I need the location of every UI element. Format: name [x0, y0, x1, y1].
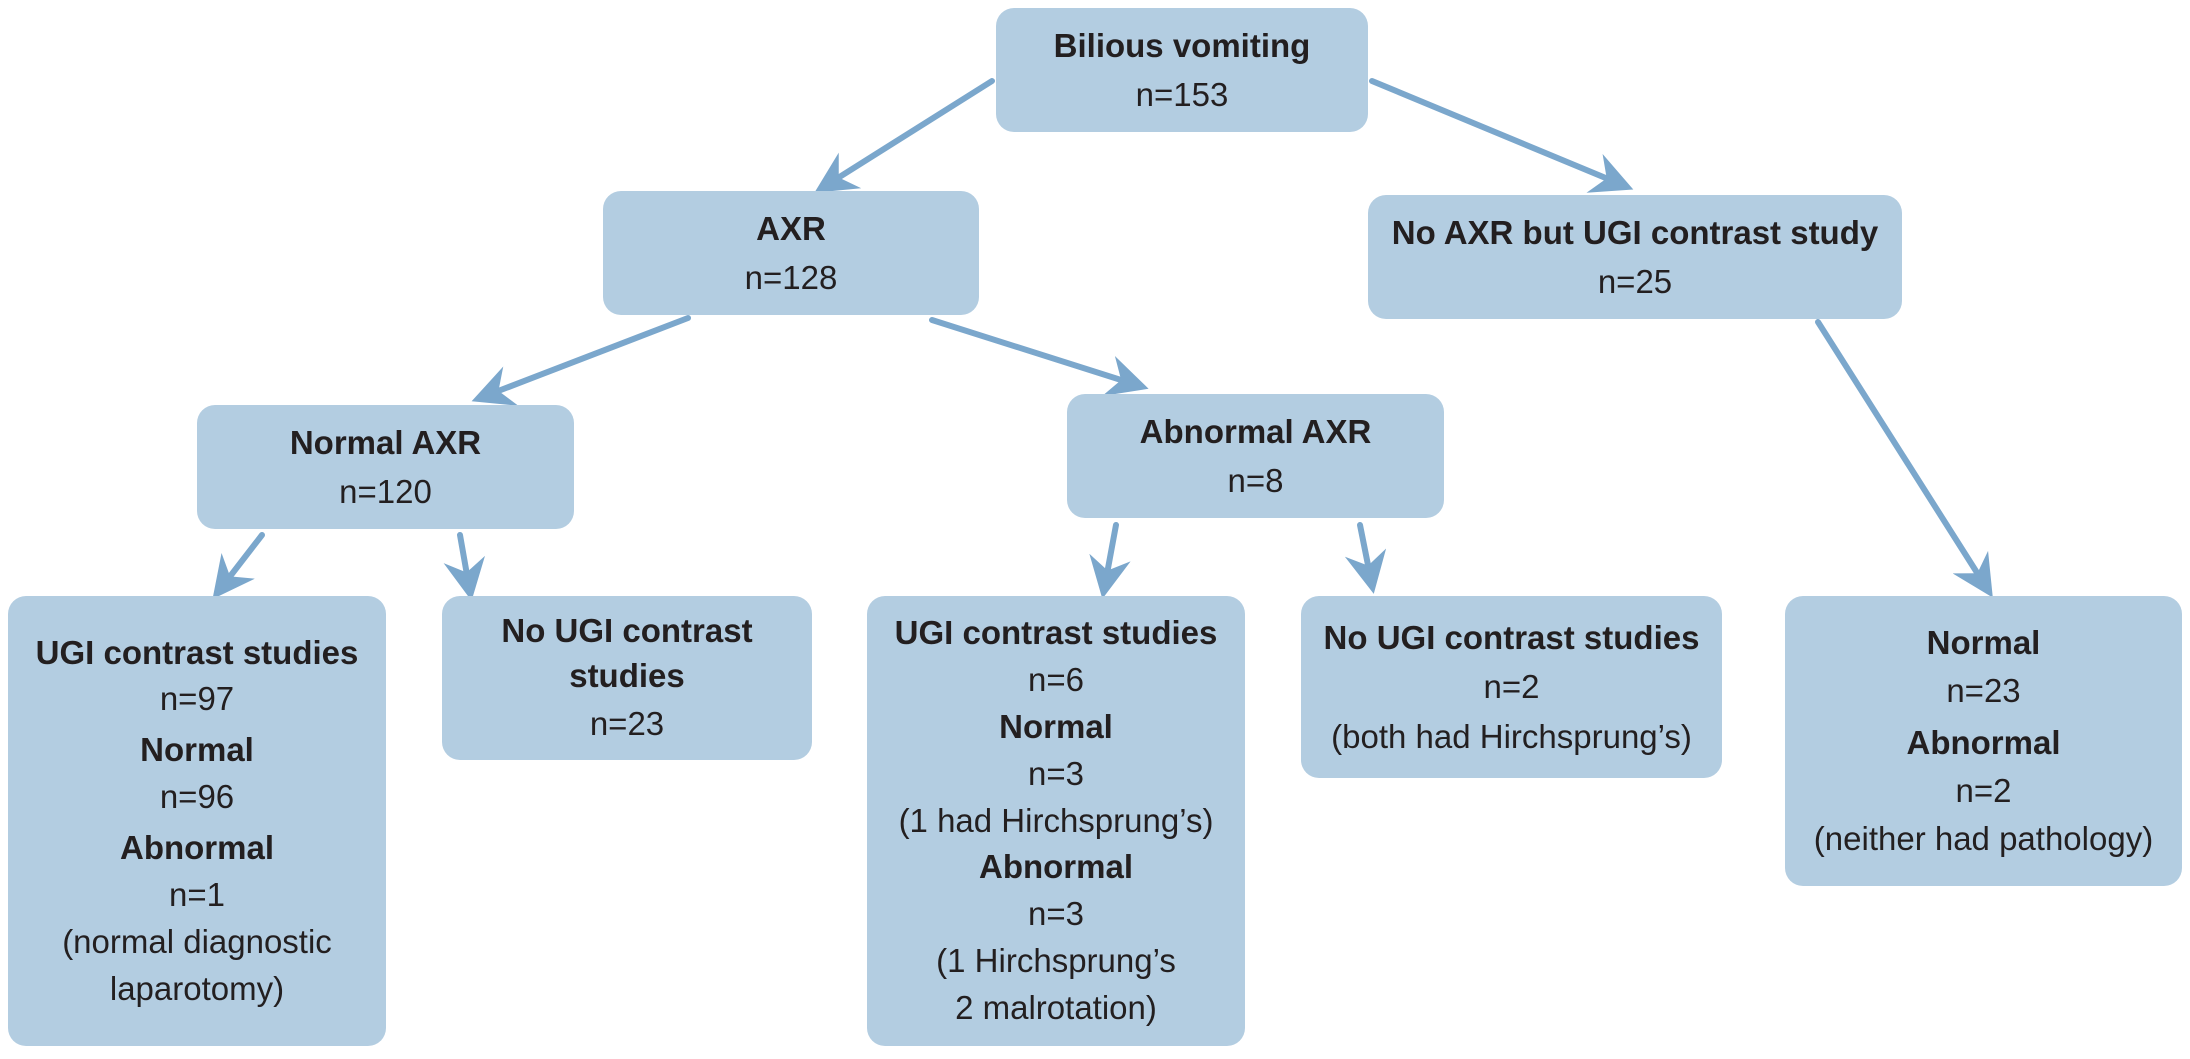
normal-note: (1 had Hirchsprung’s)	[898, 801, 1214, 839]
node-bilious-vomiting: Bilious vomiting n=153	[996, 8, 1368, 132]
normal-count: n=23	[1946, 672, 2021, 710]
abnormal-note-line-2: 2 malrotation)	[955, 989, 1157, 1026]
arrow-normal-axr-to-ugi	[212, 532, 265, 600]
arrow-axr-to-normal-axr	[471, 315, 691, 406]
node-no-axr-ugi-study: No AXR but UGI contrast study n=25	[1368, 195, 1902, 319]
node-count: n=120	[339, 473, 432, 510]
abnormal-count: n=1	[169, 875, 225, 913]
node-no-ugi-contrast-studies-23: No UGI contrast studies n=23	[442, 596, 812, 760]
arrow-axr-to-abnormal-axr	[929, 317, 1149, 397]
node-count: n=25	[1597, 263, 1673, 300]
arrow-normal-axr-to-no-ugi	[443, 532, 485, 601]
normal-count: n=3	[1028, 754, 1084, 792]
abnormal-note-line-2: laparotomy)	[109, 969, 285, 1007]
node-axr: AXR n=128	[603, 191, 979, 315]
arrow-no-axr-to-outcome	[1815, 319, 1993, 598]
arrow-bilious-to-no-axr	[1369, 78, 1634, 193]
abnormal-count: n=2	[1955, 771, 2012, 809]
arrow-bilious-to-axr	[814, 78, 995, 193]
node-count: n=2	[1483, 668, 1540, 706]
abnormal-label: Abnormal	[1906, 724, 2061, 762]
node-count: n=23	[589, 704, 665, 742]
node-count: n=153	[1135, 76, 1229, 113]
node-title: No AXR but UGI contrast study	[1391, 213, 1879, 251]
node-title: AXR	[756, 209, 826, 247]
abnormal-count: n=3	[1028, 895, 1084, 933]
node-count: n=6	[1028, 660, 1084, 698]
arrow-abnormal-axr-to-no-ugi	[1344, 522, 1387, 594]
node-title: No UGI contrast studies	[1323, 618, 1700, 656]
node-title: Normal AXR	[289, 423, 482, 461]
node-title: UGI contrast studies	[35, 633, 359, 671]
node-title: UGI contrast studies	[894, 614, 1218, 652]
node-title: Bilious vomiting	[1053, 26, 1311, 64]
node-note: (both had Hirchsprung’s)	[1331, 717, 1692, 755]
normal-label: Normal	[1926, 624, 2041, 662]
node-title-line-2: studies	[569, 657, 685, 695]
abnormal-note-line-1: (1 Hirchsprung’s	[936, 942, 1176, 980]
node-count: n=8	[1227, 462, 1284, 499]
node-ugi-contrast-studies-97: UGI contrast studies n=97 Normal n=96 Ab…	[8, 596, 386, 1046]
node-abnormal-axr: Abnormal AXR n=8	[1067, 394, 1444, 518]
normal-label: Normal	[999, 707, 1113, 745]
node-ugi-contrast-studies-6: UGI contrast studies n=6 Normal n=3 (1 h…	[867, 596, 1245, 1046]
node-ugi-outcome-25: Normal n=23 Abnormal n=2 (neither had pa…	[1785, 596, 2182, 886]
abnormal-note: (neither had pathology)	[1813, 819, 2154, 857]
node-count: n=97	[159, 680, 235, 718]
node-title-line-1: No UGI contrast	[501, 611, 753, 649]
node-no-ugi-contrast-studies-2: No UGI contrast studies n=2 (both had Hi…	[1301, 596, 1722, 778]
abnormal-label: Abnormal	[119, 829, 274, 866]
arrow-abnormal-axr-to-ugi	[1089, 522, 1131, 599]
abnormal-note-line-1: (normal diagnostic	[62, 922, 332, 960]
normal-label: Normal	[140, 731, 254, 769]
abnormal-label: Abnormal	[978, 848, 1133, 886]
node-normal-axr: Normal AXR n=120	[197, 405, 574, 529]
node-count: n=128	[744, 259, 838, 296]
node-title: Abnormal AXR	[1139, 412, 1372, 450]
normal-count: n=96	[159, 778, 235, 816]
